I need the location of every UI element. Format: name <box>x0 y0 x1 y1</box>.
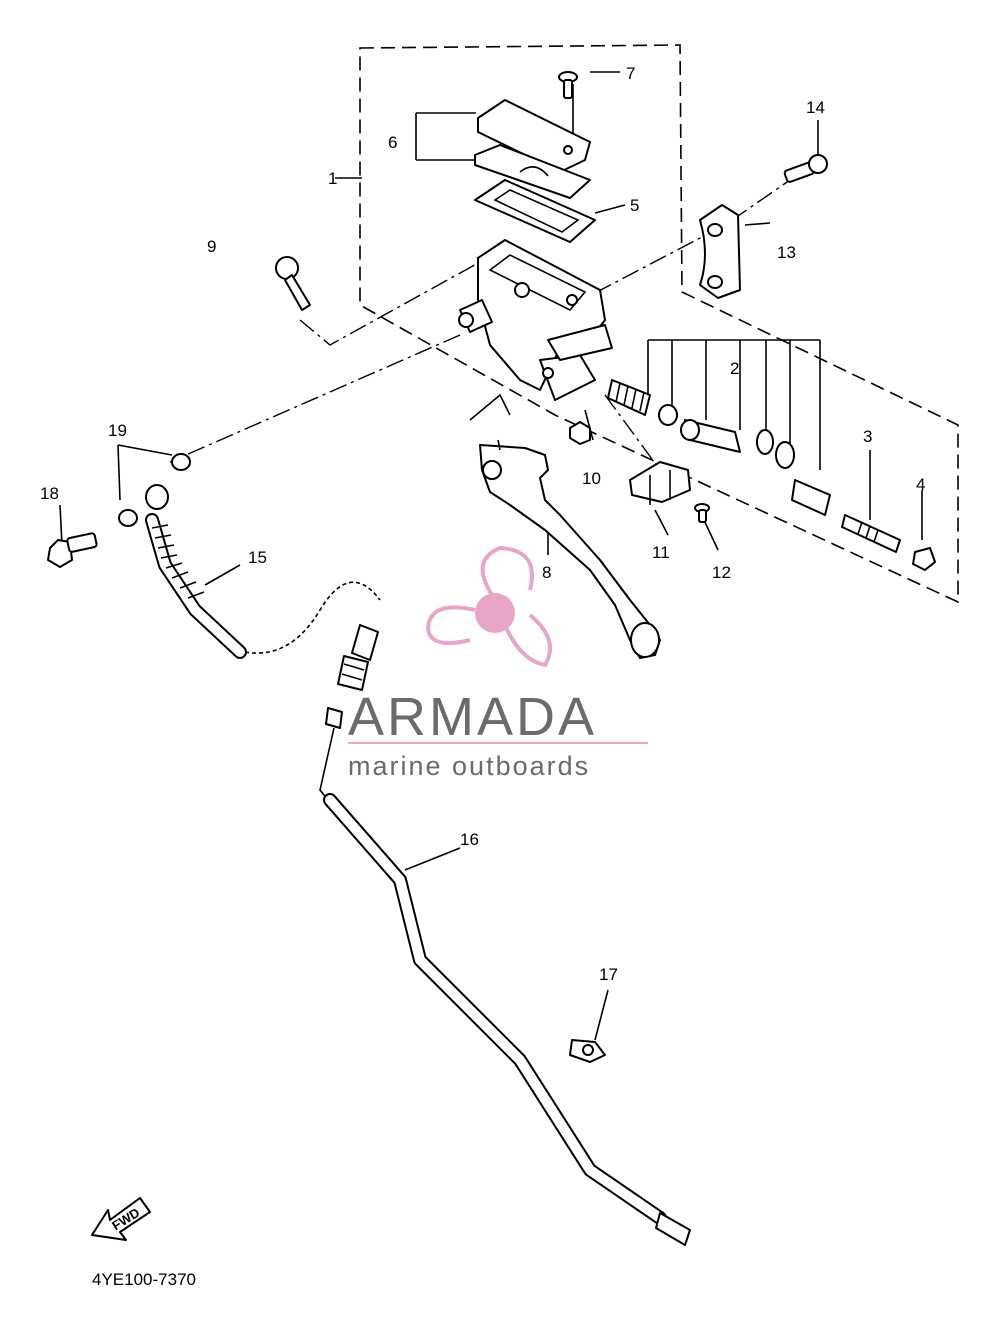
callout-10: 10 <box>582 469 601 488</box>
callout-8: 8 <box>542 563 551 582</box>
callout-4: 4 <box>916 475 925 494</box>
brake-hose-16 <box>319 707 691 1246</box>
bolt-9 <box>275 256 311 311</box>
diaphragm-gasket-5 <box>474 179 596 243</box>
callout-5: 5 <box>630 196 639 215</box>
callout-18: 18 <box>40 484 59 503</box>
fwd-arrow-icon: FWD <box>91 1197 151 1241</box>
callout-2: 2 <box>730 359 739 378</box>
drawing-code: 4YE100-7370 <box>92 1270 196 1289</box>
holder-clamp-13 <box>699 204 741 299</box>
callout-7: 7 <box>626 64 635 83</box>
bolt-14 <box>783 154 828 183</box>
center-lines <box>169 179 791 471</box>
callout-15: 15 <box>248 548 267 567</box>
brake-switch-11 <box>629 461 691 505</box>
screw-12 <box>694 503 710 523</box>
callout-13: 13 <box>777 243 796 262</box>
callout-3: 3 <box>863 427 872 446</box>
callout-16: 16 <box>460 830 479 849</box>
master-cylinder-body <box>458 239 613 401</box>
reservoir-cap-6 <box>474 99 591 199</box>
leader-lines <box>59 71 923 1041</box>
union-bolt-18 <box>47 532 98 568</box>
callout-11: 11 <box>652 543 670 562</box>
brake-hose-15 <box>145 484 381 659</box>
watermark-title: ARMADA <box>348 687 597 747</box>
armada-logo-icon <box>425 545 552 668</box>
lever-8 <box>469 393 661 659</box>
hose-joint <box>337 624 379 691</box>
assembly-outline <box>359 44 959 604</box>
piston-kit-2 <box>607 379 831 516</box>
screw-7 <box>558 71 578 99</box>
watermark-rule <box>348 742 648 744</box>
cover-4 <box>912 547 936 571</box>
callout-12: 12 <box>712 563 731 582</box>
callout-14: 14 <box>806 98 825 117</box>
callout-6: 6 <box>388 133 397 152</box>
clamp-17 <box>569 1039 606 1063</box>
callout-19: 19 <box>108 421 127 440</box>
washers-19 <box>118 453 191 527</box>
watermark-subtitle: marine outboards <box>348 751 590 781</box>
callout-17: 17 <box>599 965 618 984</box>
callout-1: 1 <box>328 169 337 188</box>
push-rod-3 <box>841 514 901 553</box>
nut-10 <box>569 421 591 445</box>
callout-9: 9 <box>207 237 216 256</box>
